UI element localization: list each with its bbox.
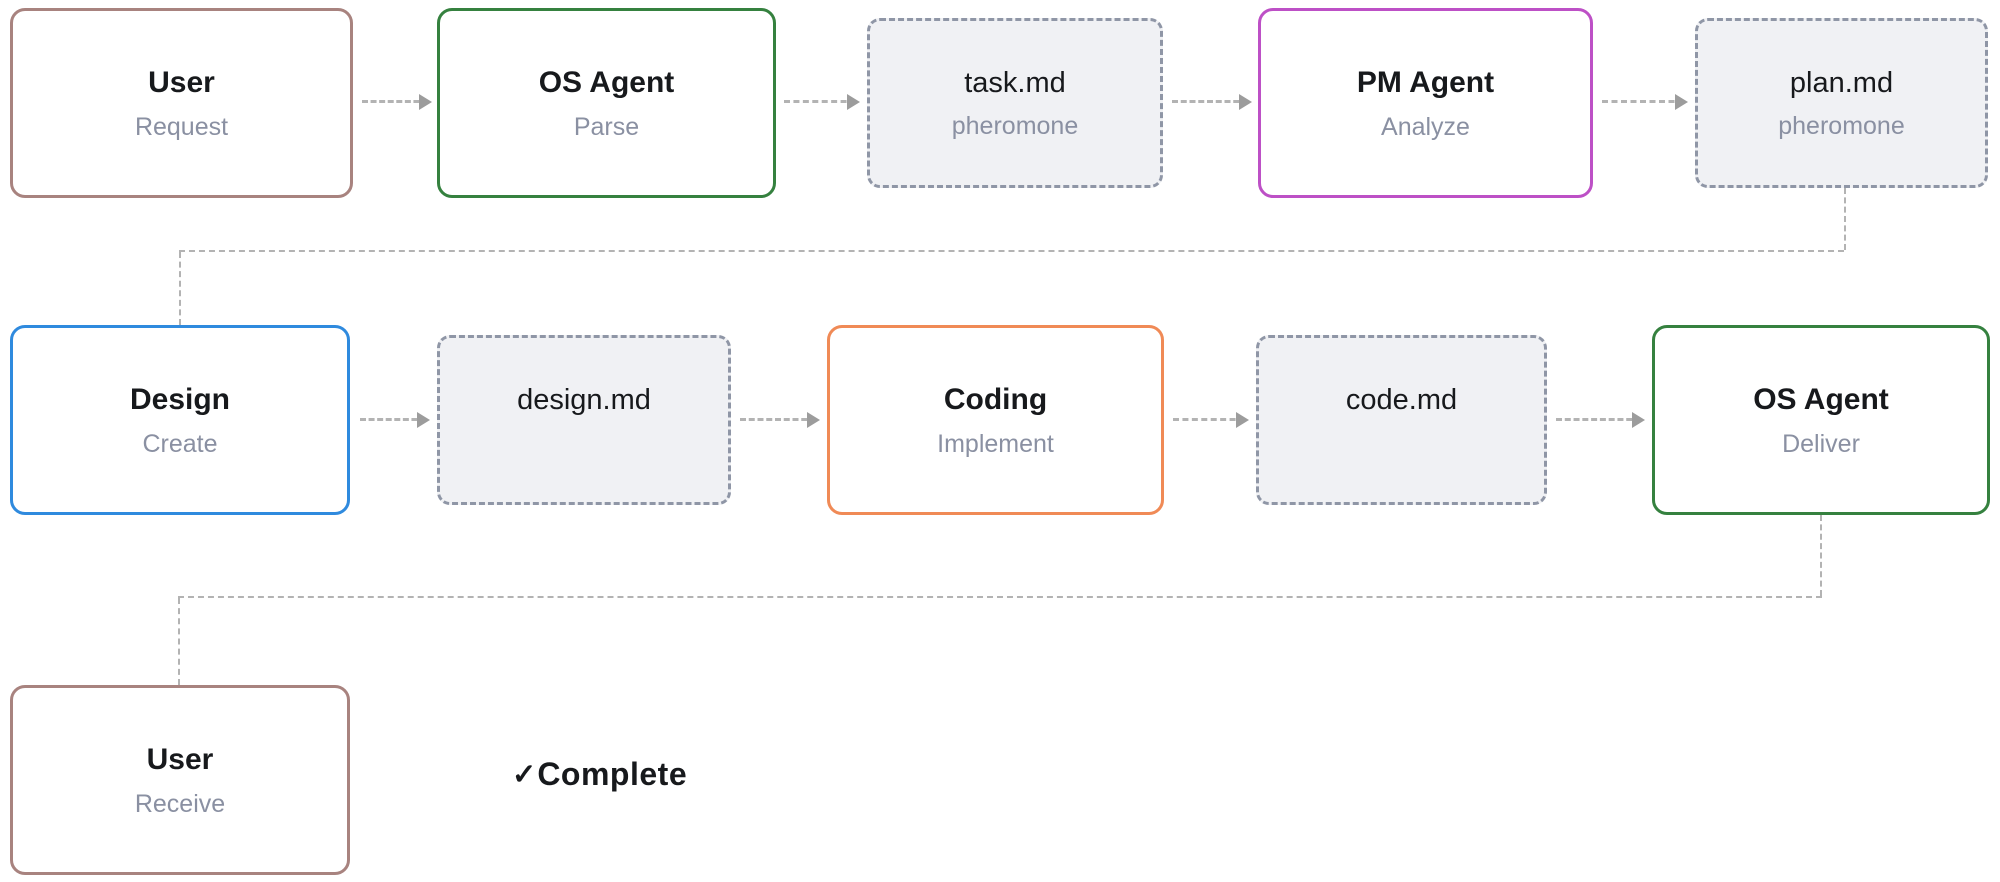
node-user-receive[interactable]: User Receive bbox=[10, 685, 350, 875]
check-icon: ✓ bbox=[512, 758, 537, 791]
arrowhead-icon bbox=[417, 412, 430, 428]
node-code-md[interactable]: code.md bbox=[1256, 335, 1547, 505]
node-title: task.md bbox=[964, 66, 1066, 99]
node-title: User bbox=[148, 66, 215, 100]
arrowhead-icon bbox=[807, 412, 820, 428]
node-pm-agent-analyze[interactable]: PM Agent Analyze bbox=[1258, 8, 1593, 198]
flow-arrow bbox=[362, 94, 432, 110]
flow-arrow bbox=[1172, 94, 1252, 110]
arrowhead-icon bbox=[1675, 94, 1688, 110]
node-subtitle: Implement bbox=[937, 429, 1054, 458]
status-complete: ✓ Complete bbox=[512, 748, 687, 800]
node-plan-md[interactable]: plan.md pheromone bbox=[1695, 18, 1988, 188]
node-task-md[interactable]: task.md pheromone bbox=[867, 18, 1163, 188]
node-user-request[interactable]: User Request bbox=[10, 8, 353, 198]
node-title: plan.md bbox=[1789, 66, 1894, 99]
node-subtitle: Receive bbox=[134, 789, 226, 818]
flow-arrow bbox=[360, 412, 430, 428]
node-title: User bbox=[146, 743, 214, 777]
connector-segment bbox=[179, 250, 1844, 252]
flow-arrow bbox=[740, 412, 820, 428]
connector-segment bbox=[179, 252, 181, 325]
node-subtitle: pheromone bbox=[1778, 112, 1905, 141]
node-title: OS Agent bbox=[1753, 383, 1889, 417]
status-complete-label: Complete bbox=[537, 755, 688, 792]
node-os-agent-deliver[interactable]: OS Agent Deliver bbox=[1652, 325, 1990, 515]
node-title: code.md bbox=[1345, 383, 1458, 416]
node-subtitle: pheromone bbox=[951, 112, 1079, 141]
node-subtitle: Analyze bbox=[1381, 112, 1470, 141]
node-subtitle: Deliver bbox=[1782, 429, 1860, 458]
node-os-agent-parse[interactable]: OS Agent Parse bbox=[437, 8, 776, 198]
connector-segment bbox=[178, 598, 180, 685]
arrowhead-icon bbox=[1236, 412, 1249, 428]
flow-arrow bbox=[1556, 412, 1645, 428]
node-subtitle: Create bbox=[142, 429, 218, 458]
arrowhead-icon bbox=[1632, 412, 1645, 428]
flow-arrow bbox=[1602, 94, 1688, 110]
flow-arrow bbox=[1173, 412, 1249, 428]
node-title: Design bbox=[129, 383, 231, 417]
node-design-md[interactable]: design.md bbox=[437, 335, 731, 505]
node-title: PM Agent bbox=[1356, 66, 1495, 100]
arrowhead-icon bbox=[419, 94, 432, 110]
flow-arrow bbox=[784, 94, 860, 110]
connector-segment bbox=[178, 596, 1822, 598]
arrowhead-icon bbox=[847, 94, 860, 110]
node-subtitle: Parse bbox=[573, 112, 640, 141]
node-coding-implement[interactable]: Coding Implement bbox=[827, 325, 1164, 515]
node-subtitle: Request bbox=[134, 112, 229, 141]
connector-segment bbox=[1820, 515, 1822, 596]
arrowhead-icon bbox=[1239, 94, 1252, 110]
node-title: Coding bbox=[943, 383, 1048, 417]
node-title: OS Agent bbox=[538, 66, 675, 100]
node-title: design.md bbox=[517, 383, 651, 416]
node-design-create[interactable]: Design Create bbox=[10, 325, 350, 515]
connector-segment bbox=[1844, 188, 1846, 250]
